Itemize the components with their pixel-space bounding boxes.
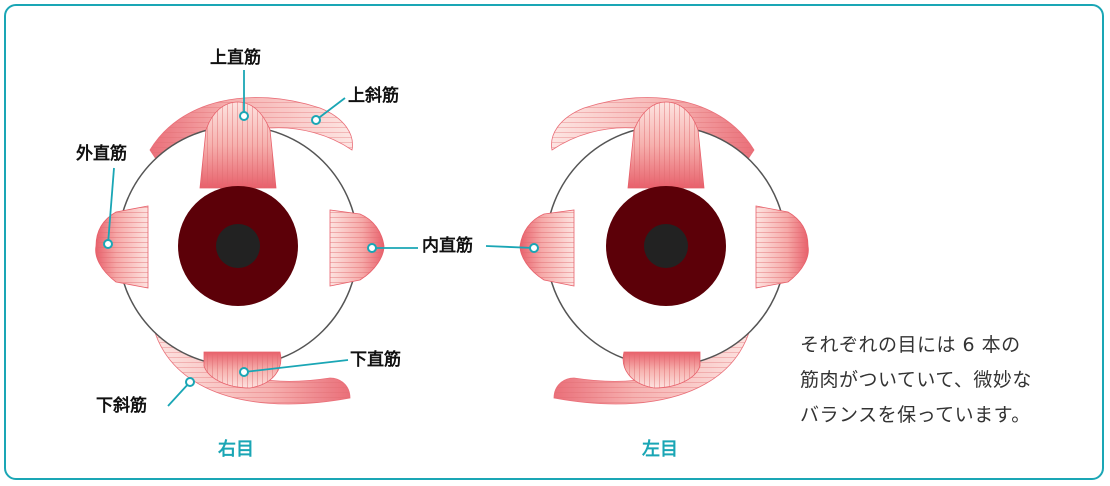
label-medial-rectus: 内直筋 [422,236,473,256]
caption-line-3: バランスを保っています。 [800,404,1031,426]
left-eye-title: 左目 [642,439,678,460]
left-pupil [644,224,688,268]
caption-line-2: 筋肉がついていて、微妙な [800,369,1032,391]
right-pupil [216,224,260,268]
left-eye-globe [519,101,809,389]
caption-text: それぞれの目には 6 本の 筋肉がついていて、微妙な バランスを保っています。 [800,328,1100,433]
label-superior-rectus: 上直筋 [210,48,261,68]
right-eye [95,97,385,405]
right-eye-title: 右目 [218,439,254,460]
leader-dots [103,111,539,387]
label-lateral-rectus: 外直筋 [76,144,127,164]
label-superior-oblique: 上斜筋 [348,86,399,106]
caption-line-1: それぞれの目には 6 本の [800,334,1021,356]
label-inferior-rectus: 下直筋 [350,350,401,370]
label-inferior-oblique: 下斜筋 [96,396,147,416]
leader-lines [107,70,535,407]
